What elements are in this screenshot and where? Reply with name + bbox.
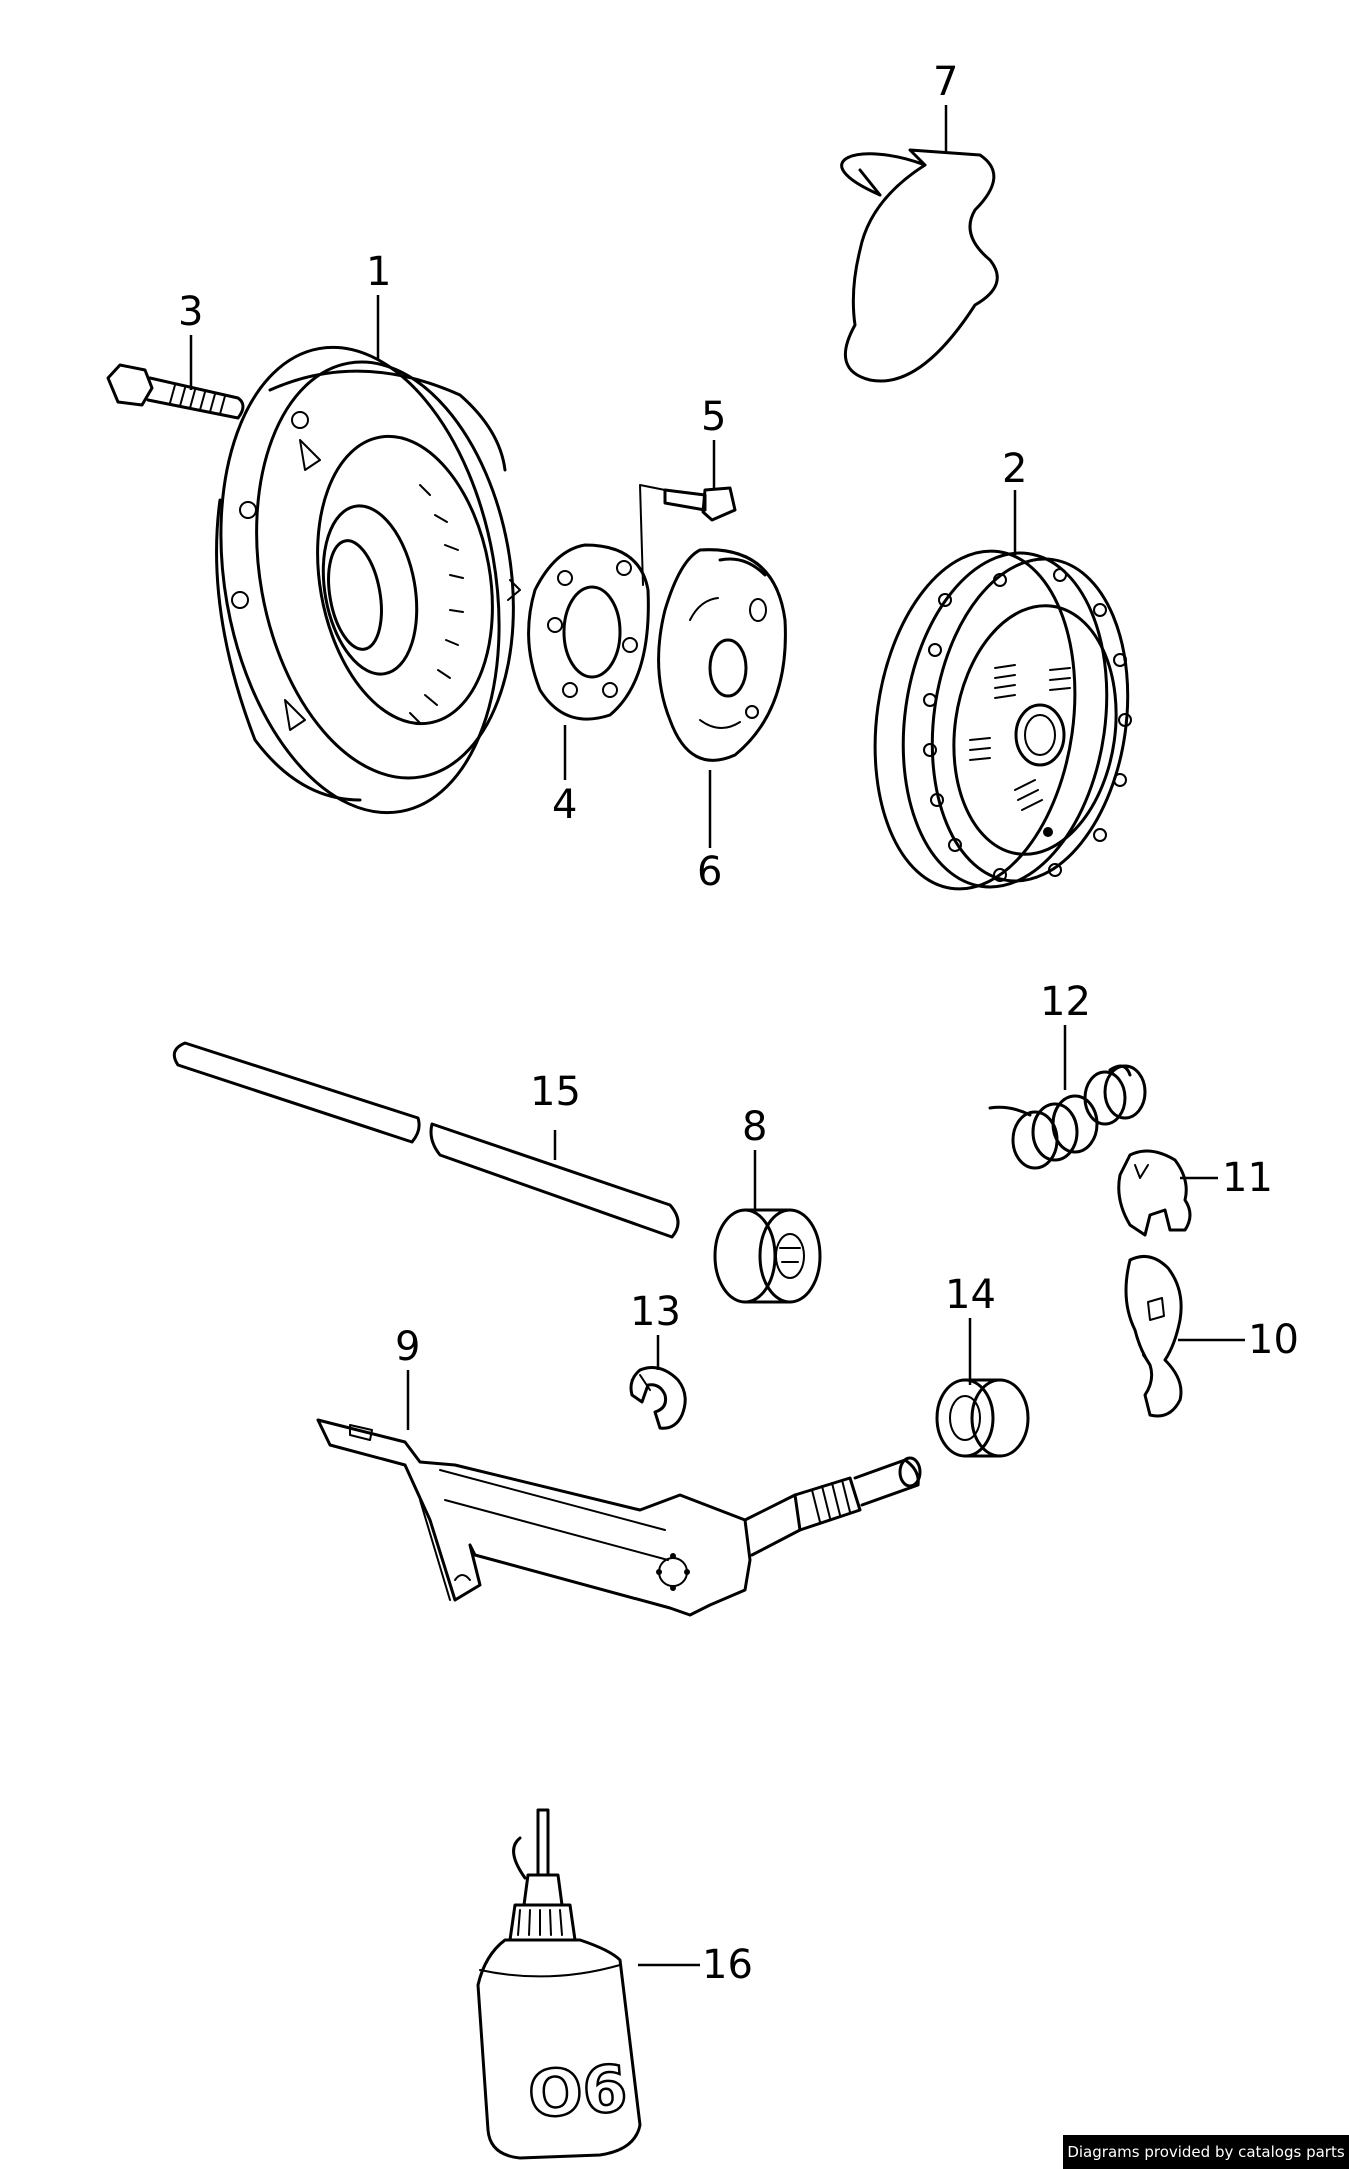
part-1-pressure-plate[interactable] (186, 325, 544, 835)
callout-12: 12 (1040, 979, 1091, 1025)
callout-3: 3 (178, 289, 203, 335)
part-11-retaining-clip[interactable] (1117, 1149, 1192, 1237)
part-15-push-rod[interactable] (172, 1041, 680, 1239)
callout-11: 11 (1222, 1155, 1273, 1201)
callout-10: 10 (1248, 1317, 1299, 1363)
callout-6: 6 (697, 849, 722, 895)
part-5-bolt[interactable] (639, 484, 737, 586)
callout-14: 14 (945, 1272, 996, 1318)
callout-4: 4 (552, 782, 577, 828)
part-10-lever[interactable] (1124, 1254, 1183, 1418)
part-12-spring[interactable] (988, 1064, 1147, 1170)
callout-9: 9 (395, 1324, 420, 1370)
diagram-credit: Diagrams provided by catalogs parts (1063, 2135, 1349, 2169)
part-7-circlip[interactable] (840, 148, 999, 383)
part-4-spacer-plate[interactable] (527, 543, 650, 721)
part-16-grease-bottle[interactable]: O6 (476, 1808, 642, 2160)
callout-16: 16 (702, 1942, 753, 1988)
part-6-release-plate[interactable] (657, 548, 787, 762)
part-13-clip[interactable] (629, 1366, 687, 1430)
leader-lines (189, 105, 1245, 1967)
part-2-clutch-disc[interactable] (854, 538, 1147, 902)
callouts: 1 2 3 4 5 6 7 8 9 10 11 12 13 14 15 16 (178, 59, 1299, 1988)
callout-2: 2 (1002, 446, 1027, 492)
part-9-release-shaft[interactable] (316, 1418, 922, 1617)
callout-15: 15 (530, 1069, 581, 1115)
part-3-bolt[interactable] (106, 363, 245, 420)
callout-7: 7 (933, 59, 958, 105)
callout-13: 13 (630, 1289, 681, 1335)
bottle-label: O6 (526, 2052, 630, 2133)
part-14-bearing[interactable] (935, 1378, 1030, 1458)
callout-5: 5 (701, 394, 726, 440)
part-8-bearing-bush[interactable] (713, 1208, 822, 1304)
callout-8: 8 (742, 1104, 767, 1150)
callout-1: 1 (366, 249, 391, 295)
